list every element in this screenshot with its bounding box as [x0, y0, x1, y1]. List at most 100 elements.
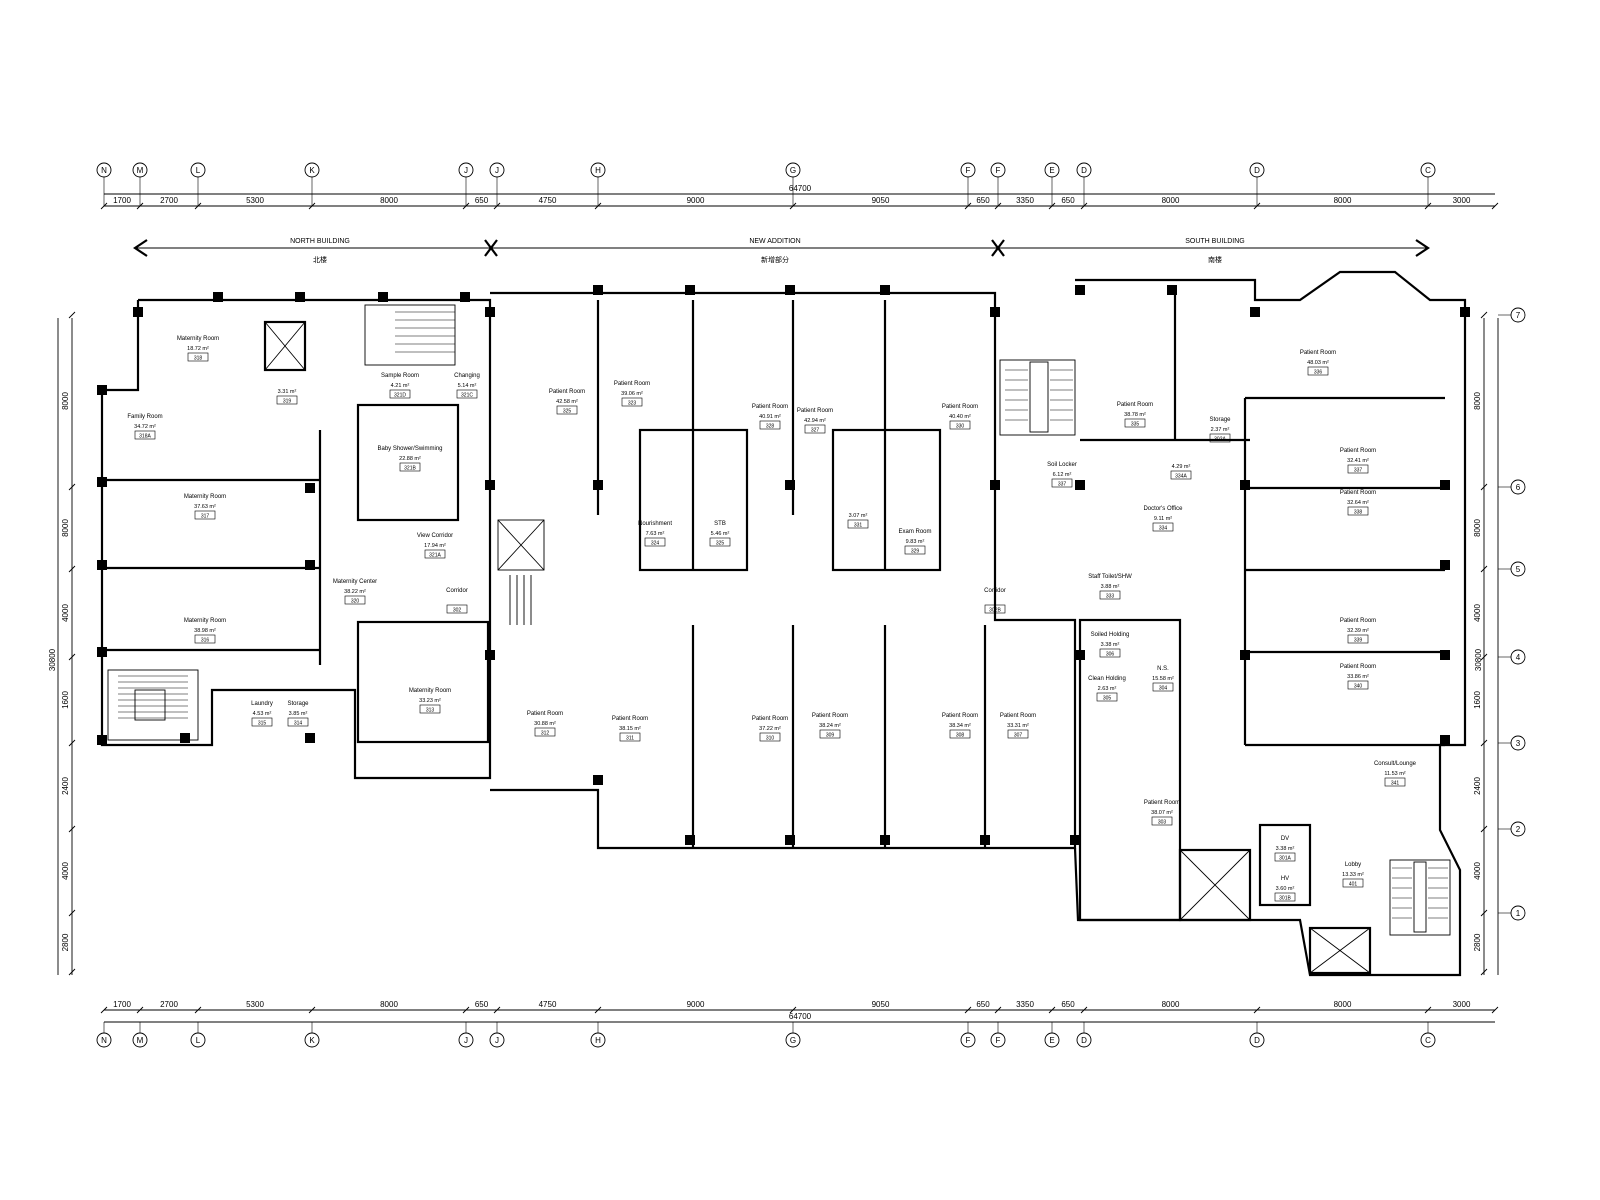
axis-bubble-right-2: [1510, 561, 1526, 577]
room-number-337: 337: [1354, 468, 1363, 474]
section-south-sub: 南楼: [1208, 255, 1222, 264]
room-name-337: Soil Locker: [1047, 462, 1077, 468]
room-number-333: 333: [1106, 594, 1115, 600]
dimension-bottom-5: 4750: [539, 1000, 557, 1009]
room-area-304: 15.58 m²: [1152, 676, 1174, 682]
room-number-box-324: [644, 537, 666, 547]
column-19: [97, 735, 107, 745]
room-number-box-334: [1152, 522, 1174, 532]
room-name-323: Patient Room: [614, 381, 650, 387]
room-name-325: Patient Room: [549, 389, 585, 395]
building-walls: [100, 270, 1467, 977]
room-number-310: 310: [766, 736, 775, 742]
room-number-box-337: [1347, 464, 1369, 474]
section-arrows: NORTH BUILDING 北楼 NEW ADDITION 新增部分 SOUT…: [133, 238, 1430, 264]
axis-label-bottom-7: G: [790, 1036, 796, 1045]
room-number-box-302B: [984, 604, 1006, 614]
axis-label-bottom-10: E: [1049, 1036, 1054, 1045]
axis-label-bottom-5: J: [495, 1036, 499, 1045]
room-name-305: Clean Holding: [1088, 676, 1126, 682]
room-name-312: Patient Room: [527, 711, 563, 717]
room-number-box-335: [1124, 418, 1146, 428]
room-number-box-321B: [399, 462, 421, 472]
room-name-401: Lobby: [1345, 862, 1361, 868]
room-area-330: 40.40 m²: [949, 414, 971, 420]
room-area-309: 38.24 m²: [819, 723, 841, 729]
room-number-307: 307: [1014, 733, 1023, 739]
room-area-318A: 34.72 m²: [134, 424, 156, 430]
column-40: [990, 480, 1000, 490]
room-number-box-401: [1342, 878, 1364, 888]
room-number-box-301B: [1274, 892, 1296, 902]
column-2: [295, 292, 305, 302]
structural-columns: [97, 285, 1470, 845]
room-area-310: 37.22 m²: [759, 726, 781, 732]
room-number-box-323: [621, 397, 643, 407]
room-name-303: Patient Room: [1144, 800, 1180, 806]
column-36: [1440, 650, 1450, 660]
room-number-box-341: [1384, 777, 1406, 787]
room-name-321C: Changing: [454, 373, 480, 379]
room-area-334A: 4.29 m²: [1172, 464, 1191, 470]
dimension-bottom-4: 650: [475, 1000, 489, 1009]
room-name-310: Patient Room: [752, 716, 788, 722]
column-23: [305, 560, 315, 570]
room-number-box-312: [534, 727, 556, 737]
section-new-label: NEW ADDITION: [749, 238, 800, 245]
room-name-333: Staff Toilet/SHW: [1088, 574, 1132, 580]
axis-bubble-right-5: [1510, 821, 1526, 837]
room-area-317: 37.63 m²: [194, 504, 216, 510]
column-4: [460, 292, 470, 302]
section-north-sub: 北楼: [313, 255, 327, 264]
axis-label-right-6: 1: [1516, 909, 1521, 918]
room-area-333: 3.88 m²: [1101, 584, 1120, 590]
column-3: [378, 292, 388, 302]
room-number-box-308: [949, 729, 971, 739]
room-number-324: 324: [651, 541, 660, 547]
room-area-321A: 17.94 m²: [424, 543, 446, 549]
room-name-325: STB: [714, 521, 726, 527]
dimension-top-12: 8000: [1334, 196, 1352, 205]
dimension-bottom-13: 3000: [1453, 1000, 1471, 1009]
room-number-302B: 302B: [989, 608, 1001, 614]
room-area-336: 48.03 m²: [1307, 360, 1329, 366]
axis-label-top-5: J: [495, 166, 499, 175]
dimension-right-0: 8000: [1473, 392, 1482, 410]
axis-label-top-6: H: [595, 166, 601, 175]
axis-bubble-right-1: [1510, 479, 1526, 495]
room-number-319: 319: [283, 399, 292, 405]
room-name-324: Nourishment: [638, 521, 672, 527]
room-name-334: Doctor's Office: [1143, 506, 1183, 512]
room-area-329: 9.83 m²: [906, 539, 925, 545]
room-area-337: 6.12 m²: [1053, 472, 1072, 478]
dimension-right-6: 2800: [1473, 933, 1482, 951]
room-number-318A: 318A: [139, 434, 151, 440]
room-number-304: 304: [1159, 686, 1168, 692]
dimension-bottom-1: 2700: [160, 1000, 178, 1009]
room-area-324: 7.63 m²: [646, 531, 665, 537]
room-area-321C: 5.14 m²: [458, 383, 477, 389]
column-42: [593, 480, 603, 490]
room-number-box-325: [556, 405, 578, 415]
room-name-336: Patient Room: [1300, 350, 1336, 356]
room-name-327: Patient Room: [797, 408, 833, 414]
room-name-314: Storage: [287, 701, 309, 707]
column-12: [1167, 285, 1177, 295]
column-37: [1440, 735, 1450, 745]
axis-label-top-1: M: [137, 166, 144, 175]
room-number-box-313: [419, 704, 441, 714]
dimension-top-10: 650: [1061, 196, 1075, 205]
section-north-label: NORTH BUILDING: [290, 238, 350, 245]
room-area-313: 33.23 m²: [419, 698, 441, 704]
room-name-313: Maternity Room: [409, 688, 451, 694]
room-number-box-316: [194, 634, 216, 644]
column-34: [1440, 480, 1450, 490]
room-name-339: Patient Room: [1340, 618, 1376, 624]
dimension-top-5: 4750: [539, 196, 557, 205]
room-number-box-310: [759, 732, 781, 742]
axis-bubble-right-3: [1510, 649, 1526, 665]
room-number-308: 308: [956, 733, 965, 739]
dimension-top-3: 8000: [380, 196, 398, 205]
room-name-338: Patient Room: [1340, 490, 1376, 496]
